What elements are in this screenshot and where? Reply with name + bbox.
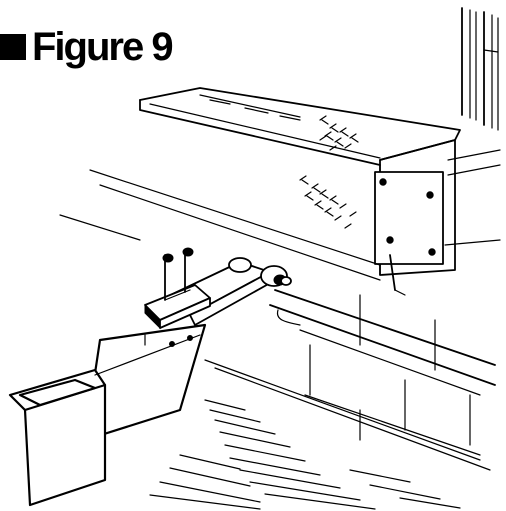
black-square-icon (0, 34, 26, 60)
bumper-block (8, 323, 207, 507)
texture-pattern (299, 115, 359, 229)
mounting-bracket (144, 247, 211, 330)
ground-hatching (149, 399, 461, 510)
dock-face (59, 169, 496, 471)
dock-plate (139, 87, 501, 296)
brick-wall (299, 294, 481, 456)
window-frame (461, 7, 499, 131)
figure-title: Figure 9 (32, 25, 174, 69)
figure-caption: Figure 9 (0, 22, 174, 72)
